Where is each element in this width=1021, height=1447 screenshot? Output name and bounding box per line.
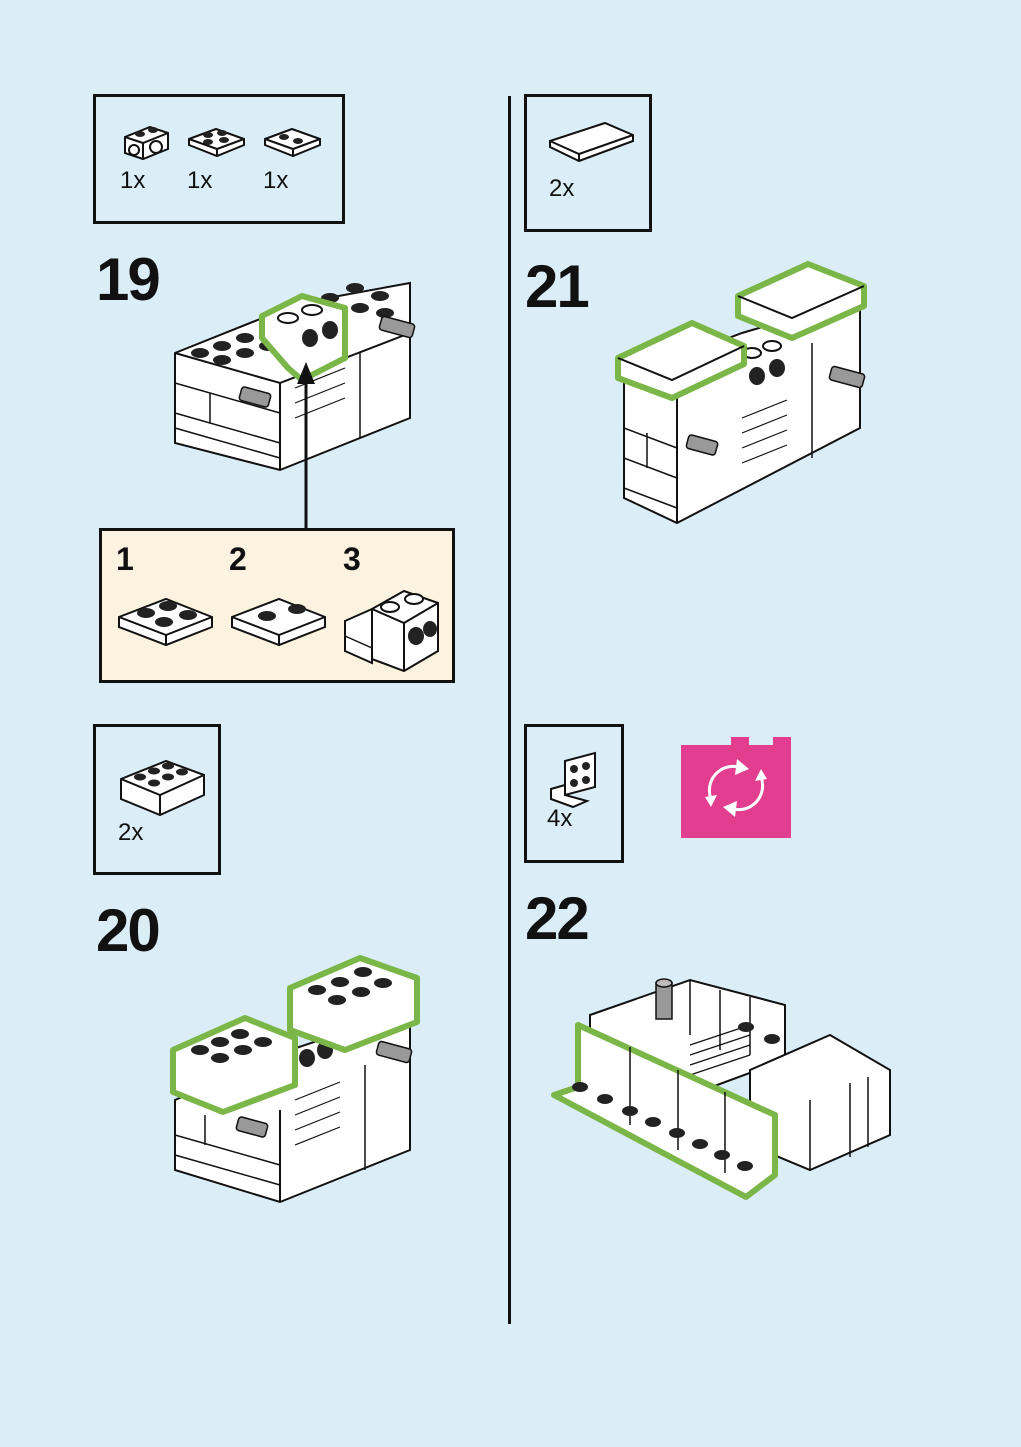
step-19-part-3-qty: 1x [263, 167, 288, 195]
step-22-parts-box: 4x [524, 724, 624, 863]
step-19-parts-box: 1x 1x 1x [93, 94, 345, 224]
step-20-number: 20 [96, 896, 159, 965]
substep-2-label: 2 [229, 541, 247, 578]
substep-3-label: 3 [343, 541, 361, 578]
step-20-part-1-qty: 2x [118, 819, 143, 847]
step-22-part-1-qty: 4x [547, 805, 572, 833]
step-21-parts-box: 2x [524, 94, 652, 232]
step-21-number: 21 [525, 252, 588, 321]
step-19-substep-callout: 1 2 3 [99, 528, 455, 683]
step-22-number: 22 [525, 884, 588, 953]
substep-1-plate-icon [116, 591, 216, 651]
step-21-model [612, 258, 872, 528]
rotate-model-icon [681, 737, 791, 838]
bracket-1x2-icon [547, 751, 607, 811]
step-19-number: 19 [96, 245, 159, 314]
step-19-arrow [296, 360, 316, 530]
page-divider [508, 96, 511, 1324]
tile-2x4-icon [547, 121, 637, 171]
step-20-model [165, 950, 425, 1210]
step-20-parts-box: 2x [93, 724, 221, 875]
substep-1-label: 1 [116, 541, 134, 578]
tile-2x2-jumper-icon [262, 125, 326, 165]
technic-brick-1x2-icon [120, 119, 180, 169]
substep-2-tile-icon [229, 591, 329, 651]
step-19-part-1-qty: 1x [120, 167, 145, 195]
substep-3-technic-icon [342, 581, 442, 673]
step-22-model [550, 975, 900, 1205]
step-21-part-1-qty: 2x [549, 175, 574, 203]
plate-2x2-icon [186, 125, 250, 165]
step-19-part-2-qty: 1x [187, 167, 212, 195]
brick-2x3-icon [118, 755, 208, 825]
